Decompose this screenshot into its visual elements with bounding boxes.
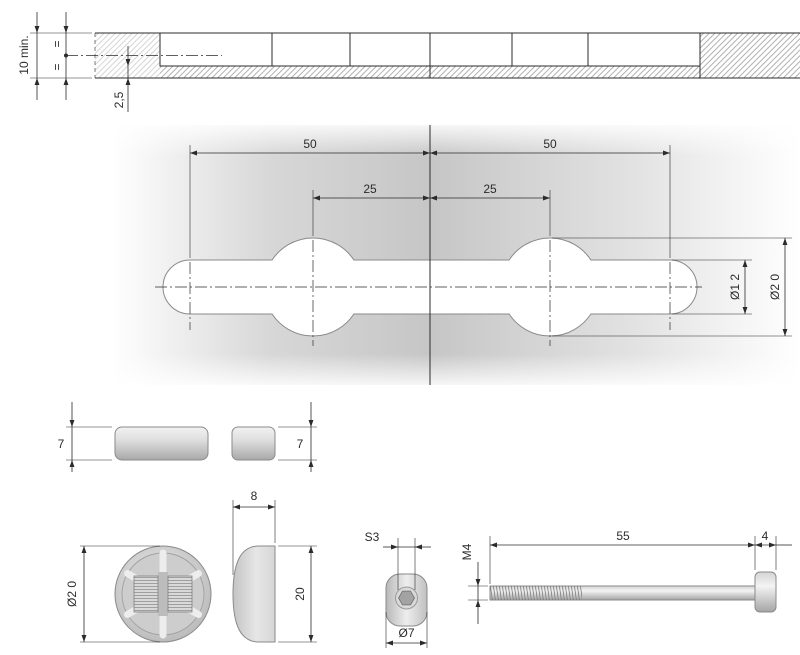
drive-size-label: S3 [365,530,380,544]
min-thickness-label: 10 min. [17,35,31,74]
slot-width-label: Ø1 2 [728,274,742,300]
head-length-label: 4 [762,529,769,543]
slot-plan-view: 50 50 25 25 Ø1 2 Ø2 0 [112,125,800,385]
pitch-label-left: 50 [303,137,317,151]
screw-view: M4 55 4 [460,529,792,624]
screw-thread [490,586,582,600]
thread-size-label: M4 [460,543,474,560]
cap-center-web [158,572,168,616]
panel-edge-fade [112,125,800,385]
thickness-extension-lines [30,32,92,79]
screw-length-label: 55 [616,529,630,543]
socket-diameter-label: Ø7 [398,626,414,640]
screw-length-extension-lines [489,536,777,584]
disc-diameter-extension-lines [80,545,160,643]
groove-depth-label: 2,5 [112,91,126,108]
offset-label-right: 25 [483,182,497,196]
edge-section-view: 10 min. = = 2,5 [17,12,800,112]
pitch-label-right: 50 [543,137,557,151]
screw-head [754,571,777,613]
cap-detail-views: Ø2 0 8 20 [65,489,317,643]
cap-height-label-left: 7 [58,437,65,451]
diameter-extension-lines [552,237,792,337]
cap-side-view-large [114,426,209,461]
socket-nut-view: S3 Ø7 [365,530,431,648]
cap-height-dimension-lines [71,427,312,460]
offset-label-left: 25 [363,182,377,196]
right-panel-hatch [700,33,800,78]
hex-socket-recess [398,590,415,606]
disc-diameter-label: Ø2 0 [65,581,79,607]
cap-height-label-right: 7 [297,437,304,451]
cap-side-view-small [231,426,276,461]
cap-profile-view [232,545,276,643]
equal-mark-upper: = [50,40,64,47]
slot-extension-lines [189,145,671,258]
equal-mark-lower: = [50,63,64,70]
cap-side-views: 7 7 [58,402,317,472]
head-diameter-label: Ø2 0 [768,274,782,300]
groove-divider-lines [271,33,701,78]
cap-height-extension-lines [66,426,317,461]
threaded-insert-right [167,575,193,613]
profile-thickness-label: 8 [251,489,258,503]
threaded-insert-left [133,575,159,613]
profile-height-label: 20 [293,587,307,601]
